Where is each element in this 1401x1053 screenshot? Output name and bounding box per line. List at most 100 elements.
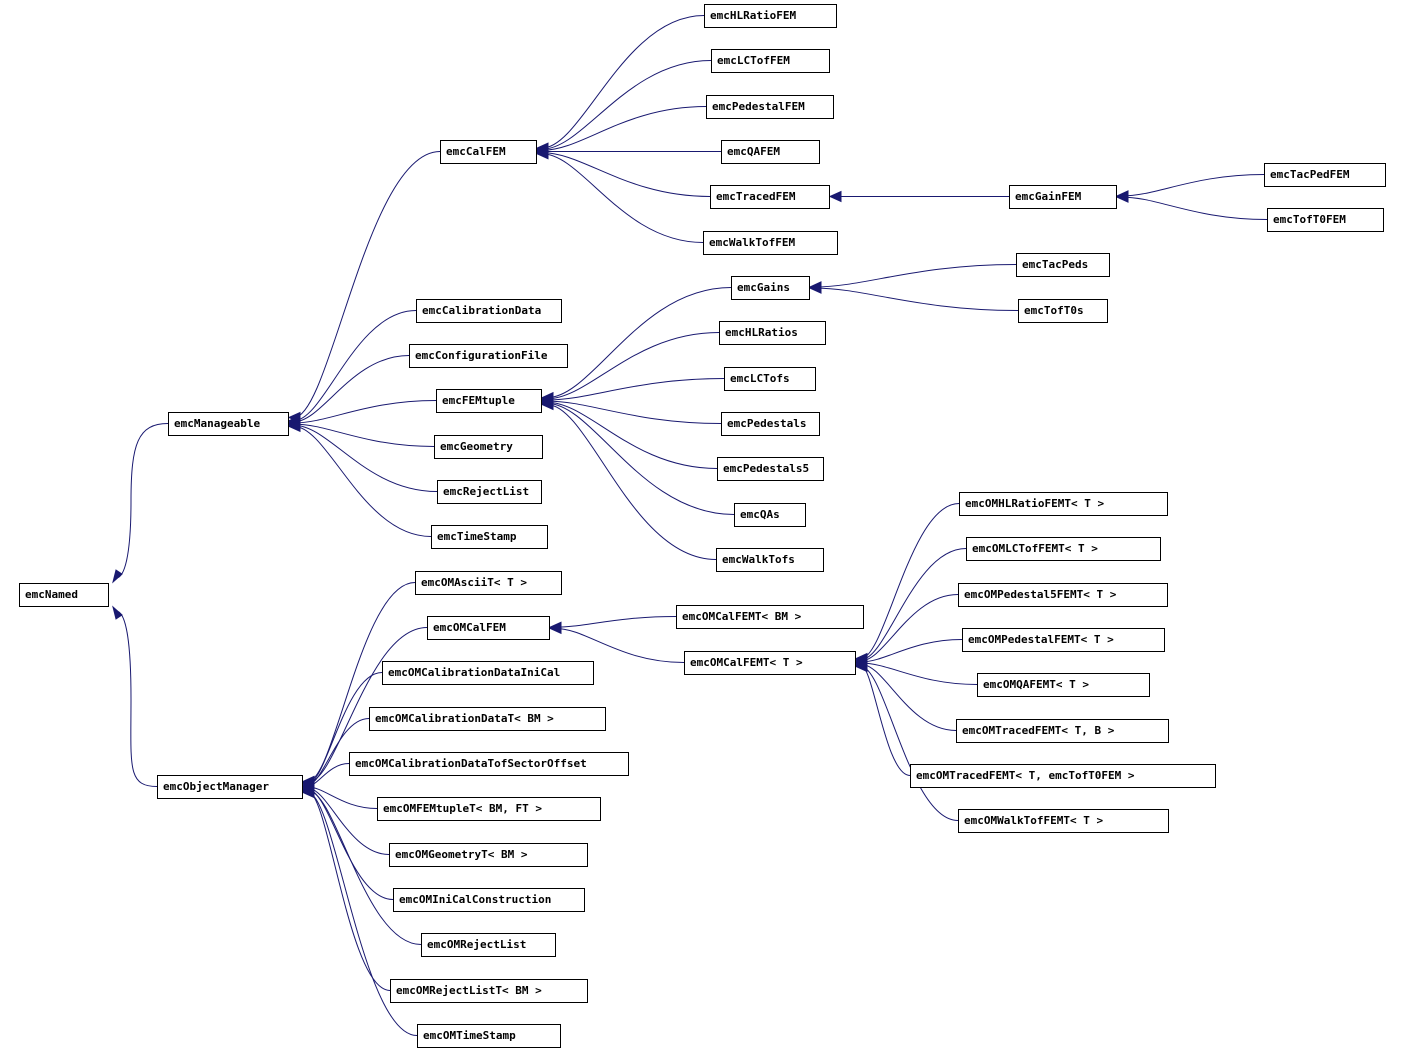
class-box [703,231,838,255]
class-node-emc-geometry[interactable]: emcGeometry [434,435,543,459]
class-box [676,605,864,629]
class-node-emc-qafem[interactable]: emcQAFEM [721,140,820,164]
class-node-emc-pedestals[interactable]: emcPedestals [721,412,820,436]
inheritance-edge-emc-omtraced-femt-b-to-emc-omcal-femt-t [860,663,957,731]
class-label: emcNamed [25,588,78,601]
class-node-emc-omcalibration-data-tof-sector-offset[interactable]: emcOMCalibrationDataTofSectorOffset [349,752,629,776]
class-box [706,95,834,119]
class-node-emc-hlratios[interactable]: emcHLRatios [719,321,826,345]
class-box [1009,185,1117,209]
inheritance-edge-emc-pedestals5-to-emc-femtuple [546,401,718,469]
class-node-emc-omtime-stamp[interactable]: emcOMTimeStamp [417,1024,561,1048]
class-box [724,367,816,391]
class-label: emcOMQAFEMT< T > [983,678,1089,691]
class-node-emc-gains[interactable]: emcGains [731,276,810,300]
inheritance-edges [112,15,1268,1036]
class-node-emc-manageable[interactable]: emcManageable [168,412,289,436]
class-node-emc-traced-fem[interactable]: emcTracedFEM [710,185,830,209]
class-box [1016,253,1110,277]
arrowhead-emc-omwalk-tof-femt-to-emc-omcal-femt-t [854,660,868,673]
class-box [434,435,543,459]
inheritance-edge-emc-omgeometry-t-to-emc-object-manager [307,787,390,855]
class-label: emcTofT0s [1024,304,1084,317]
class-node-emc-named[interactable]: emcNamed [19,583,109,607]
class-node-emc-lctof-fem[interactable]: emcLCTofFEM [711,49,830,73]
inheritance-edge-emc-manageable-to-emc-named [115,423,169,579]
class-node-emc-omreject-list-t[interactable]: emcOMRejectListT< BM > [390,979,588,1003]
class-node-emc-calibration-data[interactable]: emcCalibrationData [416,299,562,323]
class-box [390,979,588,1003]
class-node-emc-omascii-t[interactable]: emcOMAsciiT< T > [415,571,562,595]
class-box [421,933,556,957]
class-box [417,1024,561,1048]
inheritance-edge-emc-omreject-list-to-emc-object-manager [307,789,422,945]
inheritance-edge-emc-calibration-data-to-emc-manageable [293,310,417,422]
class-node-emc-omini-cal-construction[interactable]: emcOMIniCalConstruction [393,888,585,912]
class-node-emc-omtraced-femt-b[interactable]: emcOMTracedFEMT< T, B > [956,719,1169,743]
class-node-emc-femtuple[interactable]: emcFEMtuple [436,389,542,413]
class-node-emc-cal-fem[interactable]: emcCalFEM [440,140,537,164]
class-box [431,525,548,549]
class-node-emc-reject-list[interactable]: emcRejectList [437,480,542,504]
class-node-emc-tof-t0-fem[interactable]: emcTofT0FEM [1267,208,1384,232]
class-node-emc-omcal-femt-bm[interactable]: emcOMCalFEMT< BM > [676,605,864,629]
class-node-emc-omlctof-femt[interactable]: emcOMLCTofFEMT< T > [966,537,1161,561]
arrowhead-emc-walk-tof-fem-to-emc-cal-fem [535,147,549,160]
class-node-emc-omhlratio-femt[interactable]: emcOMHLRatioFEMT< T > [959,492,1168,516]
class-label: emcLCTofFEM [717,54,790,67]
class-box [382,661,594,685]
class-label: emcOMRejectListT< BM > [396,984,542,997]
class-box [721,412,820,436]
class-node-emc-ompedestal5-femt[interactable]: emcOMPedestal5FEMT< T > [958,583,1168,607]
class-label: emcManageable [174,417,260,430]
class-node-emc-hlratio-fem[interactable]: emcHLRatioFEM [704,4,837,28]
class-box [958,809,1169,833]
class-box [1018,299,1108,323]
class-node-emc-configuration-file[interactable]: emcConfigurationFile [409,344,568,368]
class-node-emc-gain-fem[interactable]: emcGainFEM [1009,185,1117,209]
class-label: emcGeometry [440,440,513,453]
class-node-emc-tac-peds[interactable]: emcTacPeds [1016,253,1110,277]
class-box [711,49,830,73]
class-node-emc-omqafemt[interactable]: emcOMQAFEMT< T > [977,673,1150,697]
class-box [959,492,1168,516]
inheritance-edge-emc-omhlratio-femt-to-emc-omcal-femt-t [860,503,960,660]
class-node-emc-omcalibration-data-ini-cal[interactable]: emcOMCalibrationDataIniCal [382,661,594,685]
class-label: emcTacPeds [1022,258,1088,271]
class-node-emc-walk-tof-fem[interactable]: emcWalkTofFEM [703,231,838,255]
class-label: emcOMRejectList [427,938,526,951]
class-node-emc-qas[interactable]: emcQAs [734,503,806,527]
inheritance-edge-emc-object-manager-to-emc-named [115,610,158,787]
class-box [721,140,820,164]
class-node-emc-tof-t0s[interactable]: emcTofT0s [1018,299,1108,323]
class-node-emc-omwalk-tof-femt[interactable]: emcOMWalkTofFEMT< T > [958,809,1169,833]
arrowhead-emc-tof-t0s-to-emc-gains [808,282,822,294]
class-node-emc-omtraced-femt-tof[interactable]: emcOMTracedFEMT< T, emcTofT0FEM > [910,764,1216,788]
inheritance-edge-emc-omascii-t-to-emc-object-manager [307,582,416,782]
class-label: emcObjectManager [163,780,269,793]
class-node-emc-time-stamp[interactable]: emcTimeStamp [431,525,548,549]
class-node-emc-object-manager[interactable]: emcObjectManager [157,775,303,799]
class-node-emc-pedestals5[interactable]: emcPedestals5 [717,457,824,481]
class-node-emc-omcal-femt-t[interactable]: emcOMCalFEMT< T > [684,651,856,675]
class-label: emcTofT0FEM [1273,213,1346,226]
class-node-emc-pedestal-fem[interactable]: emcPedestalFEM [706,95,834,119]
class-node-emc-walk-tofs[interactable]: emcWalkTofs [716,548,824,572]
class-node-emc-omcalibration-data-t[interactable]: emcOMCalibrationDataT< BM > [369,707,606,731]
class-label: emcOMHLRatioFEMT< T > [965,497,1104,510]
inheritance-edge-emc-hlratios-to-emc-femtuple [546,332,720,400]
class-label: emcOMTracedFEMT< T, emcTofT0FEM > [916,769,1135,782]
arrowhead-emc-gain-fem-to-emc-traced-fem [828,190,842,203]
class-node-emc-omreject-list[interactable]: emcOMRejectList [421,933,556,957]
class-box [962,628,1165,652]
class-node-emc-tac-ped-fem[interactable]: emcTacPedFEM [1264,163,1386,187]
class-label: emcOMTracedFEMT< T, B > [962,724,1115,737]
inheritance-edge-emc-ompedestal5-femt-to-emc-omcal-femt-t [860,594,959,662]
inheritance-edge-emc-configuration-file-to-emc-manageable [293,355,410,423]
class-label: emcPedestals [727,417,806,430]
class-node-emc-omgeometry-t[interactable]: emcOMGeometryT< BM > [389,843,588,867]
class-node-emc-ompedestal-femt[interactable]: emcOMPedestalFEMT< T > [962,628,1165,652]
class-node-emc-lctofs[interactable]: emcLCTofs [724,367,816,391]
class-node-emc-omfemtuple-t[interactable]: emcOMFEMtupleT< BM, FT > [377,797,601,821]
class-node-emc-omcal-fem[interactable]: emcOMCalFEM [427,616,550,640]
